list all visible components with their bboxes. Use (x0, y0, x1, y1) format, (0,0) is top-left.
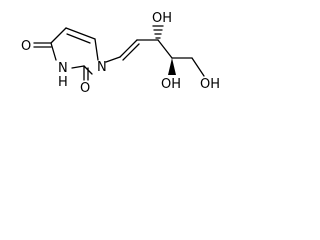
wedge-bond-c4prime-oh (168, 58, 176, 75)
bond-n1-c6 (94, 38, 99, 61)
atom-oh-c5prime: OH (200, 77, 220, 92)
molecule-diagram: N N H O O OH OH OH (21, 11, 220, 96)
atom-n3-hydrogen: H (58, 75, 68, 90)
bond-c3prime-c4prime (157, 39, 173, 59)
bond-c5-c4 (50, 27, 67, 44)
bond-c6-c5-inner (66, 33, 91, 44)
bond-c1prime-c2prime-inner (122, 43, 140, 61)
bond-n1-c1prime (105, 56, 121, 63)
atom-o-c4: O (21, 39, 31, 54)
bond-c4-n3 (50, 42, 57, 61)
atom-o-c2: O (80, 81, 90, 96)
atom-n1: N (97, 60, 107, 75)
bond-c1prime-c2prime (119, 39, 138, 58)
atom-oh-c3prime: OH (152, 11, 172, 26)
bond-n3-c2 (71, 65, 85, 69)
structure-canvas: N N H O O OH OH OH (0, 0, 241, 116)
atom-n3: N (58, 61, 68, 76)
atom-oh-c4prime: OH (161, 77, 181, 92)
bond-c5prime-oh (191, 57, 205, 77)
bond-c6-c5 (65, 27, 96, 40)
hashed-bond-c3prime-oh (152, 25, 164, 39)
